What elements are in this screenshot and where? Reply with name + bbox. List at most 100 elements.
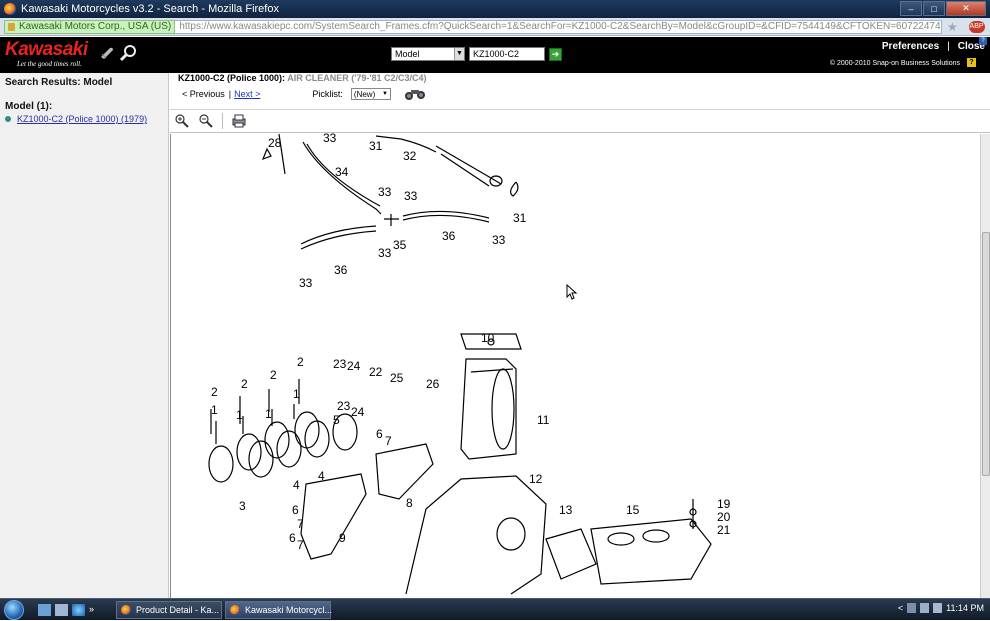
callout-label[interactable]: 25 xyxy=(390,371,404,385)
taskbar-item[interactable]: Product Detail - Ka... xyxy=(116,600,222,619)
network-icon[interactable] xyxy=(907,603,917,613)
callout-label[interactable]: 35 xyxy=(393,238,407,252)
window-titlebar: Kawasaki Motorcycles v3.2 - Search - Moz… xyxy=(0,0,990,18)
callout-label[interactable]: 4 xyxy=(318,469,325,483)
callout-label[interactable]: 10 xyxy=(481,331,495,345)
url-bar[interactable]: https://www.kawasakiepc.com/SystemSearch… xyxy=(175,19,942,34)
callout-label[interactable]: 13 xyxy=(559,503,573,517)
callout-label[interactable]: 32 xyxy=(403,149,417,163)
kawasaki-logo[interactable]: Kawasaki Let the good times roll. xyxy=(5,40,88,69)
taskbar-item[interactable]: Kawasaki Motorcycl... xyxy=(225,600,332,619)
callout-label[interactable]: 33 xyxy=(404,189,418,203)
zoom-in-icon[interactable] xyxy=(174,113,190,129)
case-15 xyxy=(590,518,712,585)
callout-label[interactable]: 15 xyxy=(626,503,640,517)
callout-label[interactable]: 33 xyxy=(492,233,506,247)
print-icon[interactable] xyxy=(231,113,247,129)
callout-label[interactable]: 1 xyxy=(211,403,218,417)
more-chevron-icon[interactable]: » xyxy=(89,603,95,614)
callout-label[interactable]: 24 xyxy=(351,405,365,419)
minimize-button[interactable]: ‒ xyxy=(900,1,922,16)
toolbar-divider xyxy=(222,113,223,129)
callout-label[interactable]: 22 xyxy=(369,365,383,379)
switch-windows-icon[interactable] xyxy=(55,603,68,616)
callout-label[interactable]: 28 xyxy=(268,136,282,150)
wrench-icon[interactable] xyxy=(99,45,115,61)
callout-label[interactable]: 2 xyxy=(270,368,277,382)
start-button[interactable] xyxy=(0,599,28,621)
show-desktop-icon[interactable] xyxy=(38,603,51,616)
callout-label[interactable]: 11 xyxy=(537,413,550,427)
callout-label[interactable]: 1 xyxy=(236,408,243,422)
callout-label[interactable]: 7 xyxy=(297,538,304,552)
magnifier-icon[interactable] xyxy=(119,44,137,62)
callout-label[interactable]: 2 xyxy=(241,377,248,391)
bookmark-star-icon[interactable]: ★ xyxy=(946,19,958,34)
callout-label[interactable]: 33 xyxy=(378,246,392,260)
go-button[interactable]: ➔ xyxy=(549,47,562,61)
callout-label[interactable]: 23 xyxy=(333,357,347,371)
callout-label[interactable]: 31 xyxy=(369,139,383,153)
callout-label[interactable]: 6 xyxy=(289,531,296,545)
callout-label[interactable]: 7 xyxy=(297,517,304,531)
zoom-out-icon[interactable] xyxy=(198,113,214,129)
callout-label[interactable]: 23 xyxy=(337,399,351,413)
help-icon-small[interactable]: ? xyxy=(979,37,987,45)
preferences-link[interactable]: Preferences xyxy=(881,41,940,52)
window-controls: ‒ □ ✕ xyxy=(900,1,986,16)
list-item[interactable]: KZ1000-C2 (Police 1000) (1979) xyxy=(5,114,163,124)
callout-label[interactable]: 19 xyxy=(717,497,731,511)
binoculars-icon[interactable] xyxy=(403,87,427,101)
callout-label[interactable]: 1 xyxy=(265,407,272,421)
search-by-select[interactable]: Model ▼ xyxy=(391,47,465,61)
callout-label[interactable]: 6 xyxy=(376,427,383,441)
help-icon[interactable]: ? xyxy=(967,58,976,67)
callout-label[interactable]: 34 xyxy=(335,165,349,179)
callout-label[interactable]: 33 xyxy=(299,276,313,290)
callout-label[interactable]: 9 xyxy=(339,531,346,545)
model-result-link[interactable]: KZ1000-C2 (Police 1000) (1979) xyxy=(17,114,148,124)
close-window-button[interactable]: ✕ xyxy=(946,1,986,16)
callout-label[interactable]: 33 xyxy=(378,185,392,199)
scrollbar-thumb[interactable] xyxy=(982,232,990,476)
next-link[interactable]: Next > xyxy=(234,89,261,99)
addon-icon[interactable]: ABP xyxy=(968,20,985,33)
duct-13 xyxy=(545,528,597,580)
callout-label[interactable]: 5 xyxy=(333,413,340,427)
callout-label[interactable]: 2 xyxy=(297,355,304,369)
callout-label[interactable]: 24 xyxy=(347,359,361,373)
callout-label[interactable]: 2 xyxy=(211,385,218,399)
maximize-button[interactable]: □ xyxy=(923,1,945,16)
callout-label[interactable]: 8 xyxy=(406,496,413,510)
callout-label[interactable]: 4 xyxy=(293,478,300,492)
callout-label[interactable]: 36 xyxy=(442,229,456,243)
callout-label[interactable]: 1 xyxy=(293,387,300,401)
callout-label[interactable]: 21 xyxy=(717,523,731,537)
gasket-8 xyxy=(375,443,434,500)
callout-label[interactable]: 6 xyxy=(292,503,299,517)
callout-label[interactable]: 20 xyxy=(717,510,731,524)
power-icon[interactable] xyxy=(920,603,930,613)
nav-right-tools: ★ ABP xyxy=(942,20,990,34)
callout-label[interactable]: 31 xyxy=(513,211,527,225)
clock[interactable]: 11:14 PM xyxy=(946,603,984,613)
callout-label[interactable]: 12 xyxy=(529,472,543,486)
callout-label[interactable]: 36 xyxy=(334,263,348,277)
search-input[interactable]: KZ1000-C2 xyxy=(469,47,545,61)
diagram-scrollbar[interactable] xyxy=(980,134,990,598)
fitting-35 xyxy=(384,214,399,226)
callout-label[interactable]: 26 xyxy=(426,377,440,391)
main-content: KZ1000-C2 (Police 1000): AIR CLEANER ('7… xyxy=(170,73,990,598)
volume-icon[interactable] xyxy=(933,603,943,613)
picklist-select[interactable]: (New) ▼ xyxy=(350,88,391,100)
previous-link[interactable]: < Previous xyxy=(182,89,225,99)
bullet-icon xyxy=(5,116,11,122)
site-identity-button[interactable]: Kawasaki Motors Corp., USA (US) xyxy=(4,19,176,34)
callout-label[interactable]: 7 xyxy=(385,434,392,448)
callout-label[interactable]: 3 xyxy=(239,499,246,513)
tray-expand-icon[interactable]: < xyxy=(897,603,904,613)
callout-label[interactable]: 33 xyxy=(323,131,337,145)
internet-explorer-icon[interactable] xyxy=(72,603,85,616)
close-link[interactable]: Close xyxy=(957,41,985,52)
